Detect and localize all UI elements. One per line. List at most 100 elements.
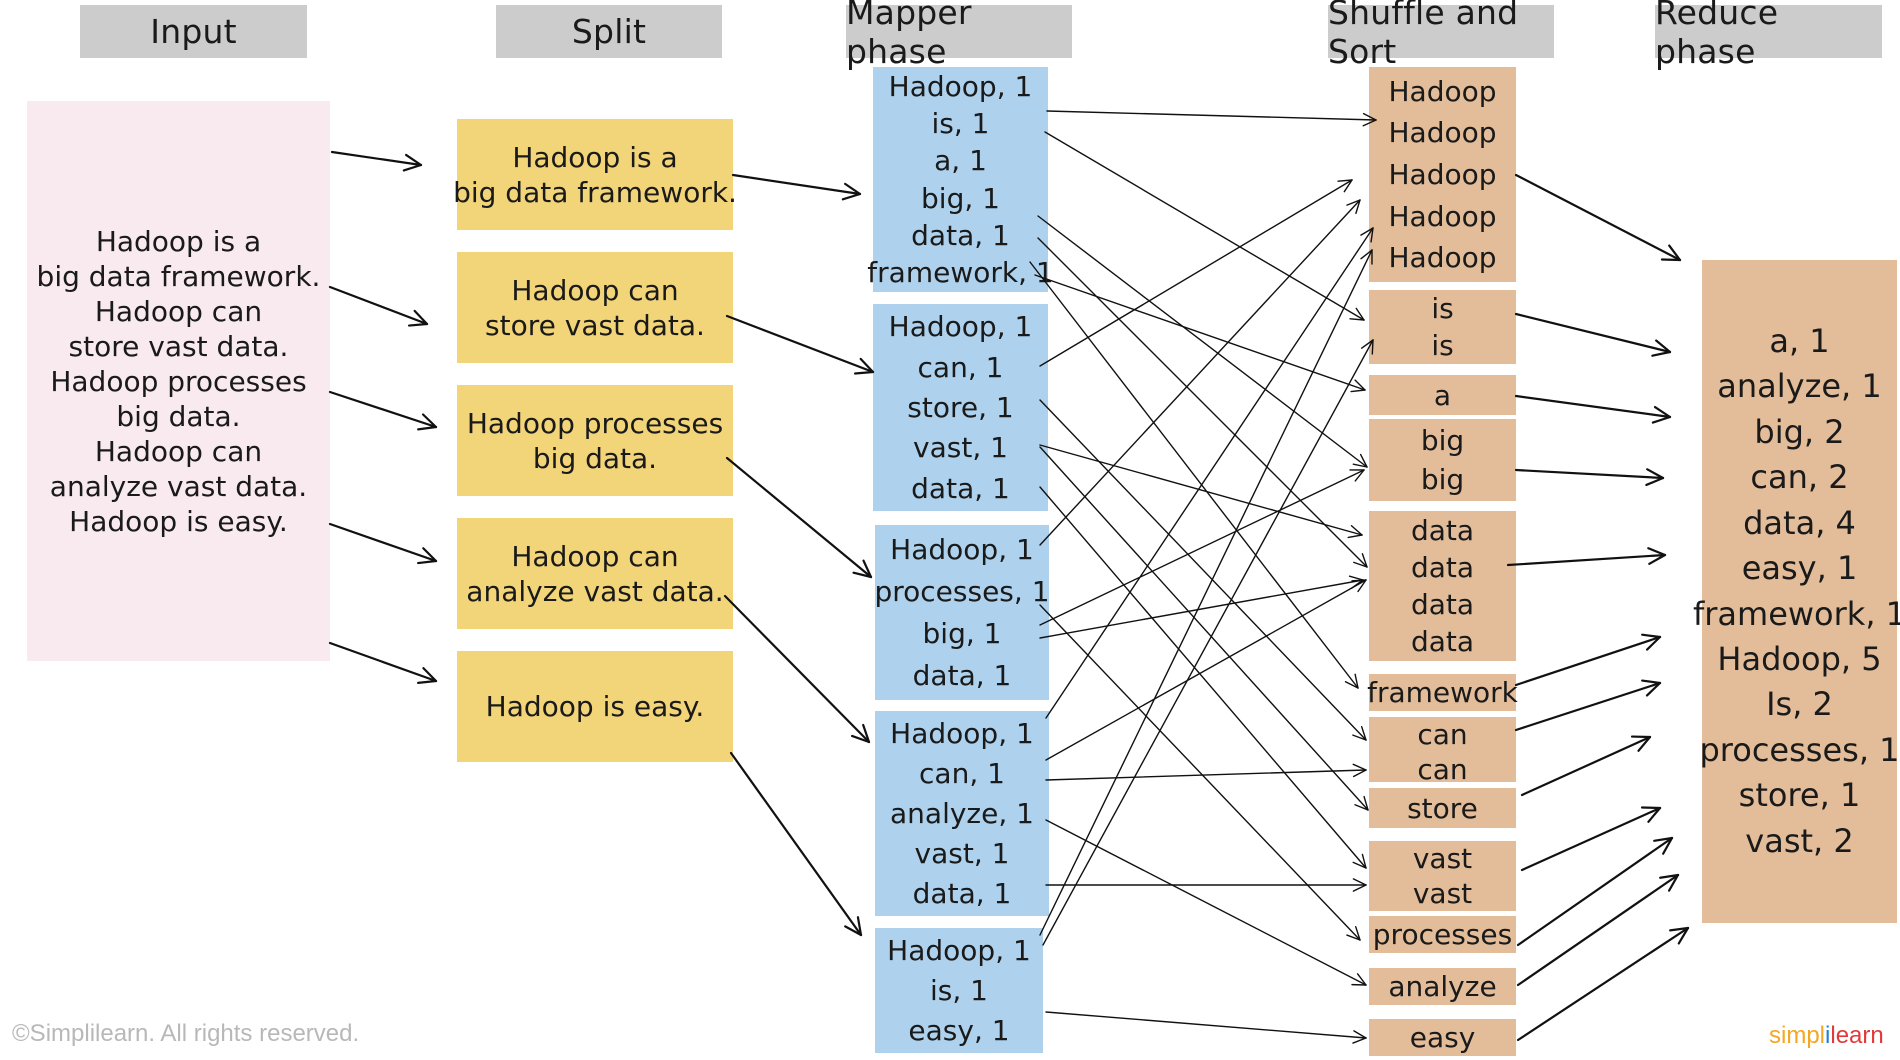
mapper-to-shuffle-arrow bbox=[1037, 215, 1368, 468]
shuffle-box: big big bbox=[1369, 419, 1516, 501]
input-to-split-arrow bbox=[330, 150, 423, 172]
header-shuffle: Shuffle and Sort bbox=[1328, 0, 1554, 71]
shuffle-key: easy bbox=[1409, 1021, 1476, 1054]
mapper-to-shuffle-arrow bbox=[1029, 261, 1359, 689]
mapper-to-shuffle-arrow bbox=[1039, 604, 1361, 941]
input-line: Hadoop is a bbox=[95, 224, 262, 258]
mapper-pair: big, 1 bbox=[921, 181, 1000, 215]
mapper-to-shuffle-arrow bbox=[1042, 339, 1374, 946]
mapper-to-shuffle-arrow bbox=[1039, 446, 1369, 811]
shuffle-to-reduce-arrow bbox=[1514, 394, 1672, 424]
shuffle-key: is bbox=[1431, 292, 1454, 326]
mapper-to-shuffle-arrow bbox=[1045, 1011, 1367, 1044]
shuffle-key: store bbox=[1407, 791, 1478, 825]
logo-part: simpl bbox=[1769, 1022, 1826, 1049]
split-line: Hadoop is a bbox=[512, 140, 678, 174]
shuffle-key: Hadoop bbox=[1388, 74, 1497, 108]
shuffle-to-reduce-arrow bbox=[1514, 633, 1662, 687]
shuffle-key: processes bbox=[1372, 918, 1513, 951]
mapper-pair: data, 1 bbox=[912, 877, 1012, 910]
logo-part: learn bbox=[1830, 1022, 1884, 1049]
reduce-count: analyze, 1 bbox=[1717, 367, 1882, 406]
shuffle-to-reduce-arrow bbox=[1514, 173, 1682, 262]
split-box: Hadoop can store vast data. bbox=[457, 252, 733, 363]
shuffle-key: vast bbox=[1412, 877, 1473, 910]
split-line: Hadoop is easy. bbox=[485, 690, 705, 723]
shuffle-to-reduce-arrow bbox=[1506, 547, 1667, 567]
shuffle-key: can bbox=[1417, 753, 1468, 786]
mapper-box: Hadoop, 1 can, 1 analyze, 1 vast, 1 data… bbox=[875, 711, 1049, 916]
mapper-pair: Hadoop, 1 bbox=[890, 533, 1034, 566]
shuffle-key: data bbox=[1410, 514, 1475, 547]
mapper-pair: processes, 1 bbox=[874, 575, 1050, 608]
shuffle-key: Hadoop bbox=[1388, 241, 1497, 275]
mapper-to-shuffle-arrow bbox=[1039, 249, 1373, 936]
mapper-pair: easy, 1 bbox=[908, 1014, 1010, 1047]
reduce-count: can, 2 bbox=[1750, 458, 1849, 497]
shuffle-box: data data data data bbox=[1369, 511, 1516, 661]
reduce-count: big, 2 bbox=[1754, 412, 1845, 451]
shuffle-box: vast vast bbox=[1369, 841, 1516, 911]
mapper-pair: Hadoop, 1 bbox=[888, 70, 1033, 104]
split-line: store vast data. bbox=[485, 308, 705, 342]
mapper-pair: data, 1 bbox=[911, 218, 1010, 252]
split-line: Hadoop can bbox=[511, 273, 679, 307]
reduce-count: processes, 1 bbox=[1699, 730, 1900, 769]
mapper-pair: vast, 1 bbox=[914, 837, 1010, 870]
mapper-to-shuffle-arrow bbox=[1039, 444, 1363, 539]
mapper-pair: analyze, 1 bbox=[890, 797, 1034, 830]
shuffle-key: big bbox=[1420, 424, 1465, 457]
shuffle-box: analyze bbox=[1369, 968, 1516, 1005]
input-line: Hadoop can bbox=[94, 434, 263, 468]
mapper-pair: data, 1 bbox=[912, 659, 1012, 692]
reduce-count: Hadoop, 5 bbox=[1717, 639, 1882, 678]
mapper-pair: is, 1 bbox=[930, 974, 988, 1007]
mapper-pair: a, 1 bbox=[934, 144, 987, 178]
shuffle-key: data bbox=[1410, 588, 1475, 621]
shuffle-box: can can bbox=[1369, 717, 1516, 786]
split-box: Hadoop can analyze vast data. bbox=[457, 518, 733, 629]
mapper-box: Hadoop, 1 processes, 1 big, 1 data, 1 bbox=[874, 525, 1050, 700]
header-input: Input bbox=[80, 5, 307, 58]
shuffle-to-reduce-arrow bbox=[1516, 873, 1680, 987]
mapper-pair: data, 1 bbox=[911, 471, 1010, 505]
shuffle-to-reduce-arrow bbox=[1520, 806, 1662, 872]
mapper-pair: framework, 1 bbox=[867, 255, 1054, 289]
input-line: Hadoop can bbox=[94, 294, 263, 328]
shuffle-key: can bbox=[1417, 718, 1468, 751]
reduce-count: framework, 1 bbox=[1692, 594, 1900, 633]
shuffle-key: a bbox=[1433, 378, 1452, 412]
shuffle-box: framework bbox=[1367, 674, 1518, 711]
mapper-to-shuffle-arrow bbox=[1045, 763, 1367, 781]
shuffle-key: Hadoop bbox=[1388, 157, 1497, 191]
input-to-split-arrow bbox=[328, 390, 438, 431]
logo-part: i bbox=[1825, 1022, 1831, 1049]
shuffle-to-reduce-arrow bbox=[1514, 468, 1665, 487]
split-to-mapper-arrow bbox=[725, 314, 875, 375]
split-box: Hadoop is easy. bbox=[457, 651, 733, 762]
mapper-pair: vast, 1 bbox=[913, 431, 1008, 465]
mapper-to-shuffle-arrow bbox=[1039, 179, 1353, 367]
reduce-count: data, 4 bbox=[1743, 503, 1856, 542]
mapper-to-shuffle-arrow bbox=[1039, 486, 1367, 869]
mapper-box: Hadoop, 1 is, 1 easy, 1 bbox=[875, 928, 1043, 1053]
shuffle-to-reduce-arrow bbox=[1514, 679, 1662, 732]
shuffle-key: Hadoop bbox=[1388, 199, 1497, 233]
simplilearn-logo: simplilearn bbox=[1769, 1022, 1884, 1050]
shuffle-to-reduce-arrow bbox=[1514, 312, 1672, 357]
split-line: Hadoop processes bbox=[466, 406, 724, 440]
shuffle-box: store bbox=[1369, 788, 1516, 828]
shuffle-box: is is bbox=[1369, 290, 1516, 364]
split-line: big data framework. bbox=[453, 175, 737, 209]
input-line: Hadoop is easy. bbox=[69, 504, 288, 538]
input-box: Hadoop is a big data framework. Hadoop c… bbox=[27, 101, 330, 661]
shuffle-to-reduce-arrow bbox=[1520, 735, 1652, 797]
mapper-to-shuffle-arrow bbox=[1037, 237, 1368, 568]
mapper-box: Hadoop, 1 can, 1 store, 1 vast, 1 data, … bbox=[873, 304, 1048, 511]
mapper-pair: can, 1 bbox=[917, 350, 1004, 384]
split-line: analyze vast data. bbox=[466, 574, 724, 608]
shuffle-key: big bbox=[1420, 463, 1465, 496]
mapper-pair: Hadoop, 1 bbox=[887, 934, 1031, 967]
mapper-pair: big, 1 bbox=[922, 617, 1002, 650]
reduce-count: easy, 1 bbox=[1741, 549, 1858, 588]
